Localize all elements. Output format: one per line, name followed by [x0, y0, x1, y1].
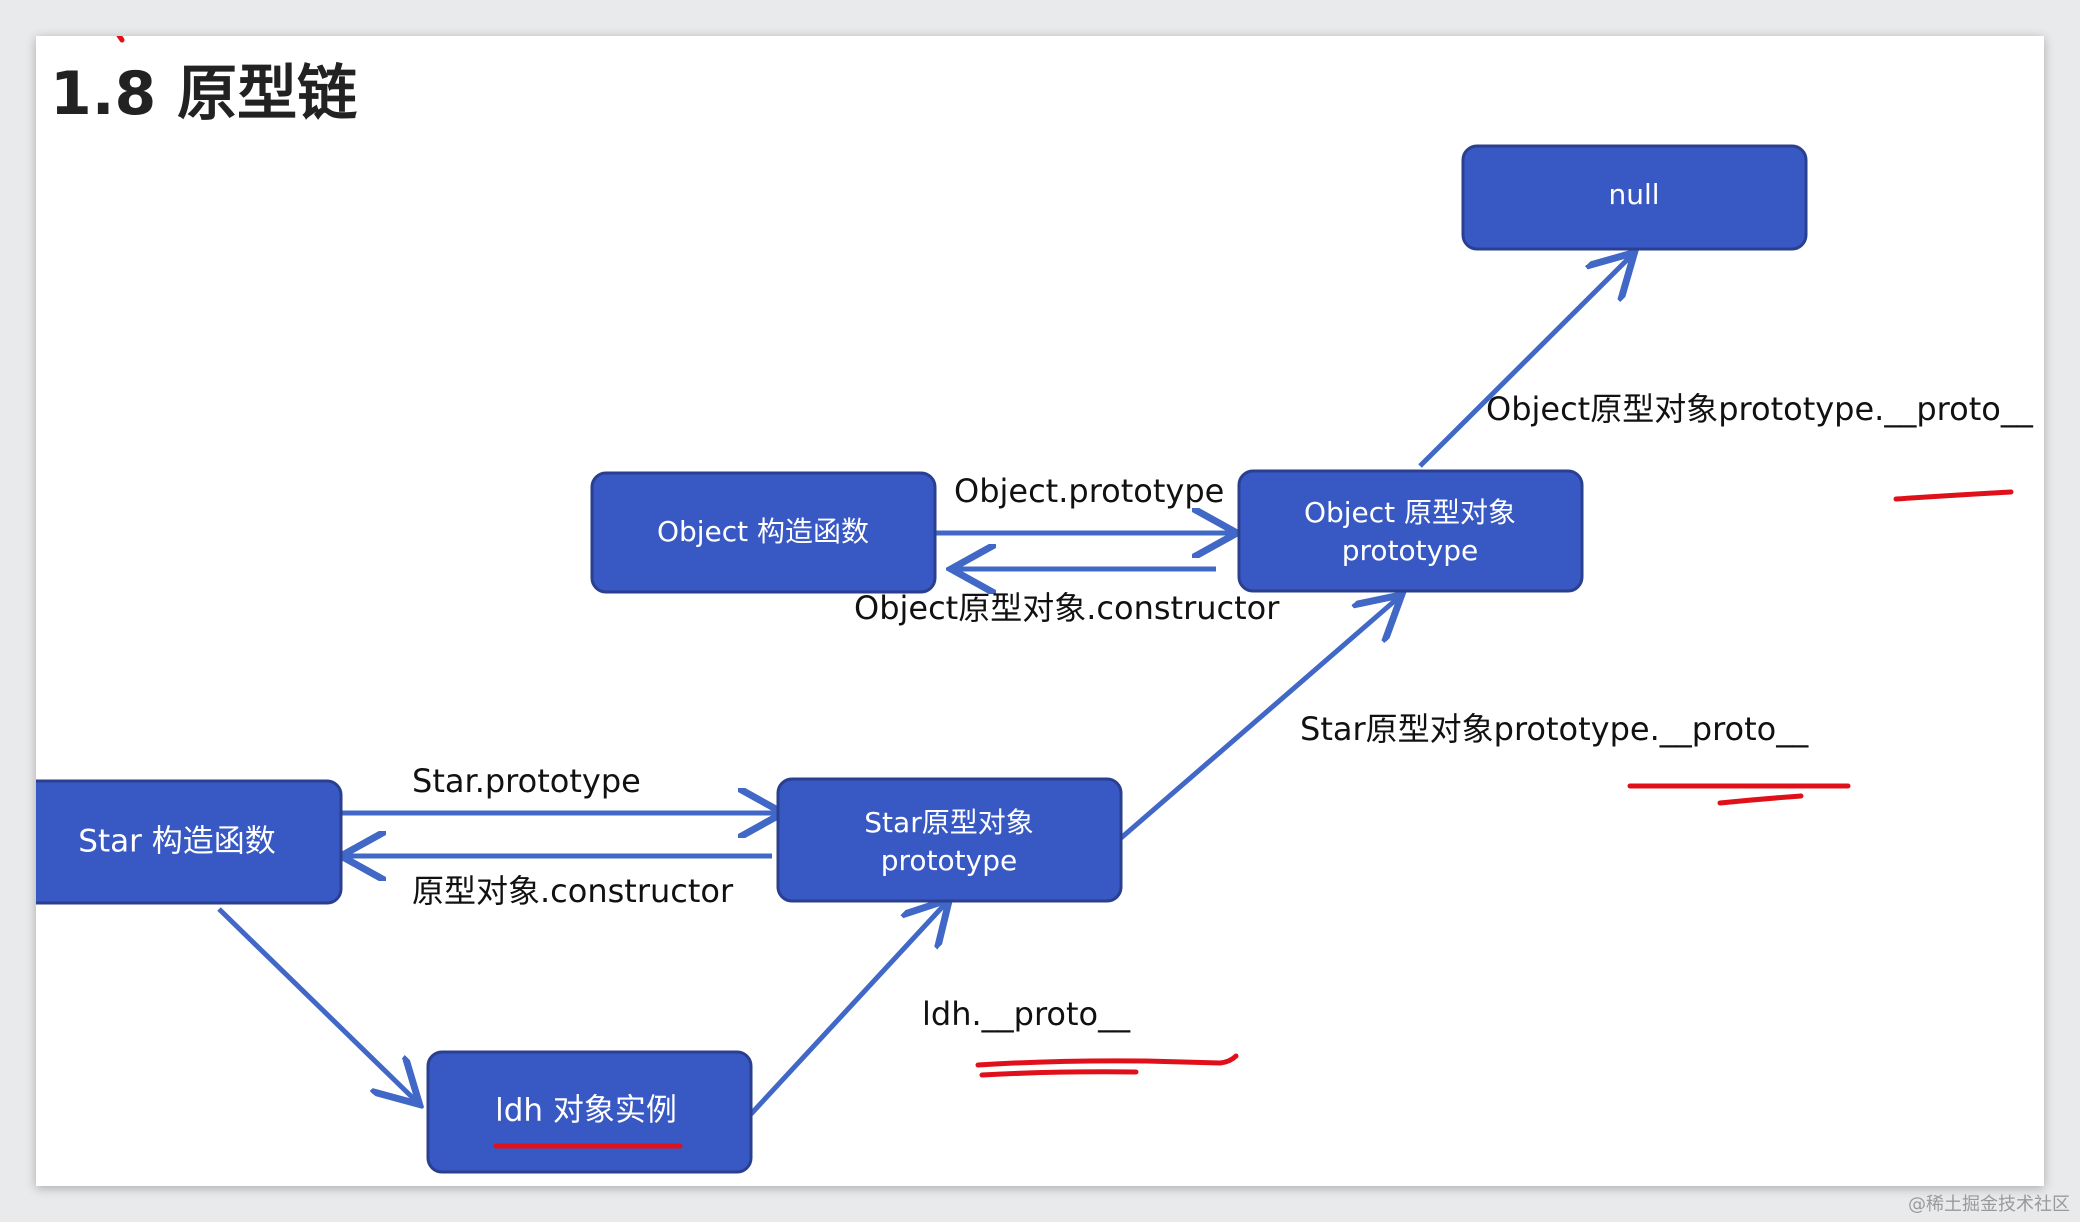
arrow-star-proto-to-object-prototype — [1119, 598, 1398, 840]
node-object-prototype-box — [1237, 469, 1584, 593]
label-object-prototype: Object.prototype — [954, 472, 1224, 510]
node-object-constructor-box — [590, 471, 937, 594]
arrow-ldh-proto — [749, 903, 946, 1116]
node-star-constructor: Star 构造函数 — [36, 779, 343, 905]
annotation-underline-ldh-proto-1 — [975, 1053, 1239, 1068]
annotation-underline-ldh-proto-2 — [979, 1069, 1139, 1078]
node-object-prototype: Object 原型对象 prototype — [1237, 469, 1584, 593]
arrow-object-proto-to-null — [1418, 256, 1631, 468]
arrow-star-to-ldh — [217, 907, 416, 1101]
prototype-chain-diagram: 1.8 原型链 null Object 构造函数 Object 原型对象 — [36, 36, 2034, 1174]
node-star-prototype-label-1: Star原型对象 — [864, 806, 1033, 839]
node-null: null — [1461, 144, 1808, 251]
node-object-prototype-label-1: Object 原型对象 — [1304, 496, 1516, 529]
node-ldh-instance-label: ldh 对象实例 — [495, 1093, 677, 1129]
label-star-proto: Star原型对象prototype.__proto__ — [1300, 710, 1809, 748]
node-object-prototype-label-2: prototype — [1342, 534, 1478, 567]
node-object-constructor: Object 构造函数 — [590, 471, 937, 594]
watermark: @稀土掘金技术社区 — [1908, 1194, 2070, 1215]
node-star-constructor-label: Star 构造函数 — [78, 824, 275, 860]
node-star-constructor-box — [36, 779, 343, 905]
node-star-prototype: Star原型对象 prototype — [776, 777, 1123, 903]
node-ldh-instance-box — [426, 1050, 753, 1174]
slide-title: 1.8 原型链 — [50, 59, 357, 129]
node-star-prototype-box — [776, 777, 1123, 903]
label-object-constructor: Object原型对象.constructor — [854, 589, 1280, 627]
annotation-tick-top — [116, 36, 125, 43]
label-star-prototype: Star.prototype — [412, 762, 641, 800]
node-object-constructor-label: Object 构造函数 — [657, 515, 869, 548]
slide: 1.8 原型链 null Object 构造函数 Object 原型对象 — [36, 36, 2044, 1186]
node-null-label: null — [1608, 178, 1659, 211]
node-star-prototype-label-2: prototype — [881, 844, 1017, 877]
node-ldh-instance: ldh 对象实例 — [426, 1050, 753, 1174]
label-object-proto: Object原型对象prototype.__proto__ — [1486, 390, 2034, 428]
label-star-constructor: 原型对象.constructor — [412, 872, 734, 910]
node-null-box — [1461, 144, 1808, 251]
annotation-underline-object-proto — [1893, 489, 2014, 502]
label-ldh-proto: ldh.__proto__ — [922, 995, 1131, 1033]
annotation-underline-star-proto-2 — [1717, 793, 1804, 806]
